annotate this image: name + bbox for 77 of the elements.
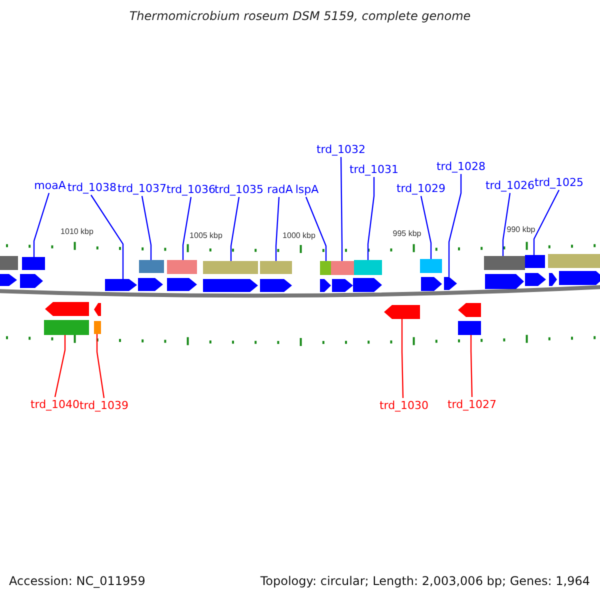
gene-bar <box>203 261 258 274</box>
gene-feature <box>20 274 43 288</box>
leader-line <box>275 196 280 261</box>
leader-line <box>367 177 375 260</box>
gene-feature <box>0 274 17 286</box>
gene-bar <box>139 260 164 273</box>
leader-line <box>141 196 152 260</box>
gene-bar <box>331 261 354 275</box>
leader-line <box>90 194 124 279</box>
leader-line <box>448 174 462 277</box>
gene-bar <box>320 261 331 275</box>
leader-line <box>182 196 192 260</box>
gene-bar <box>0 256 18 270</box>
leader-line <box>420 196 432 259</box>
leader-line <box>401 319 404 398</box>
gene-feature <box>525 273 546 286</box>
gene-feature <box>167 278 197 291</box>
leader-line <box>54 335 66 398</box>
gene-feature <box>332 279 353 292</box>
gene-feature <box>384 305 420 319</box>
gene-bar <box>354 260 382 275</box>
gene-feature <box>138 278 163 291</box>
gene-feature <box>549 273 557 286</box>
leader-line <box>230 196 240 261</box>
gene-label: trd_1027 <box>447 398 497 411</box>
scale-label: 1010 kbp <box>60 227 94 236</box>
gene-label: trd_1031 <box>349 163 399 176</box>
leader-line <box>33 192 50 257</box>
gene-bar <box>458 321 481 335</box>
scale-label: 1005 kbp <box>190 231 222 240</box>
gene-bar <box>22 257 45 270</box>
gene-bar <box>420 259 442 273</box>
title: Thermomicrobium roseum DSM 5159, complete genome <box>128 9 472 23</box>
gene-label: trd_1040 <box>30 398 80 411</box>
gene-feature <box>444 277 457 290</box>
leader-line <box>340 157 343 261</box>
gene-bar <box>484 256 525 270</box>
gene-feature <box>421 277 442 291</box>
gene-label: trd_1035 <box>214 183 264 196</box>
gene-label: trd_1030 <box>379 399 429 412</box>
gene-feature <box>353 278 382 292</box>
scale-label: 1000 kbp <box>282 231 316 240</box>
gene-label: trd_1037 <box>117 182 167 195</box>
gene-feature <box>45 302 89 316</box>
gene-bar <box>167 260 197 274</box>
gene-label: trd_1025 <box>534 176 584 189</box>
leader-line <box>533 190 560 255</box>
gene-feature <box>94 303 101 316</box>
gene-bar <box>44 320 89 335</box>
gene-feature <box>559 271 600 285</box>
gene-feature <box>320 279 331 292</box>
gene-label: trd_1026 <box>485 179 535 192</box>
gene-bar <box>94 321 101 334</box>
gene-bar <box>548 254 600 268</box>
leader-line <box>96 334 105 398</box>
gene-feature <box>203 279 258 292</box>
gene-label: trd_1039 <box>79 399 129 412</box>
scale-label: 990 kbp <box>506 225 536 234</box>
leader-line <box>470 335 473 398</box>
gene-bar <box>260 261 292 274</box>
leader-line <box>305 196 327 261</box>
gene-feature <box>105 279 137 291</box>
gene-label: trd_1029 <box>396 182 446 195</box>
gene-label: lspA <box>295 183 319 196</box>
gene-label: trd_1038 <box>67 181 117 194</box>
footer-text: Topology: circular; Length: 2,003,006 bp; Genes: 1,964 <box>260 574 590 588</box>
gene-label: trd_1036 <box>166 183 216 196</box>
gene-bar <box>525 255 545 268</box>
footer-text: Accession: NC_011959 <box>9 574 146 588</box>
gene-label: trd_1028 <box>436 160 486 173</box>
gene-label: moaA <box>34 179 66 192</box>
gene-feature <box>260 279 292 292</box>
gene-feature <box>458 303 481 317</box>
leader-line <box>502 192 511 256</box>
scale-label: 995 kbp <box>392 229 422 238</box>
gene-label: radA <box>267 183 293 196</box>
gene-label: trd_1032 <box>316 143 366 156</box>
